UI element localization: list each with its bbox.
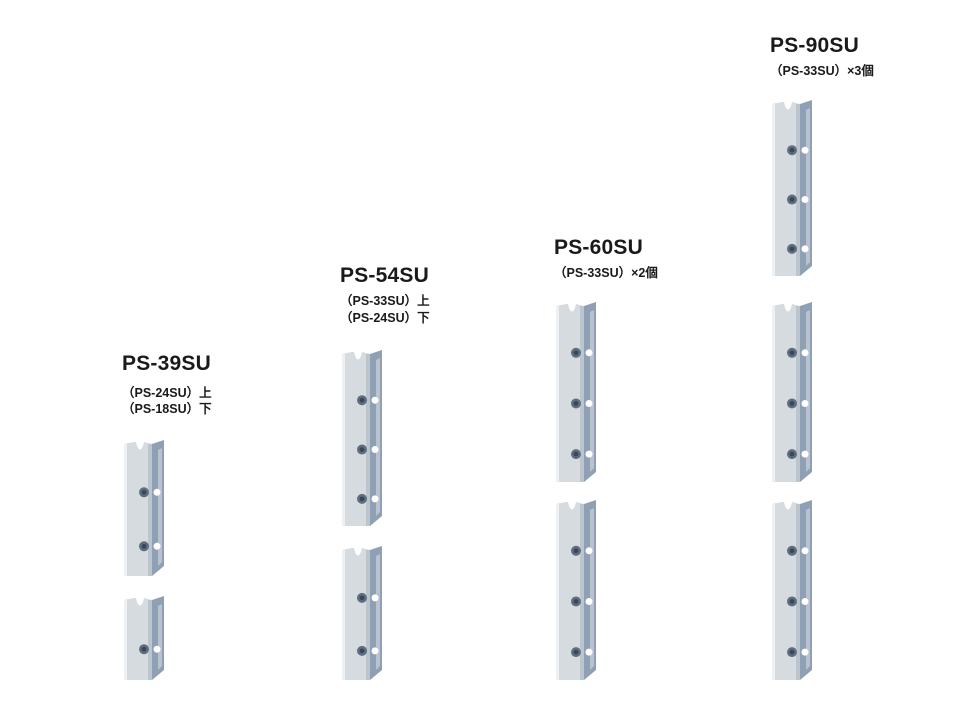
bracket-part-image xyxy=(124,594,168,680)
product-composition: （PS-33SU）上 xyxy=(340,294,430,308)
product-composition: （PS-24SU）下 xyxy=(340,311,430,325)
bracket-part-image xyxy=(342,348,386,526)
product-composition: （PS-33SU）×3個 xyxy=(770,64,874,78)
bracket-part-image xyxy=(772,98,816,276)
bracket-part-image xyxy=(124,438,168,576)
bracket-part-image xyxy=(772,300,816,482)
product-composition: （PS-33SU）×2個 xyxy=(554,266,658,280)
product-title: PS-60SU xyxy=(554,236,643,259)
product-composition: （PS-18SU）下 xyxy=(122,402,212,416)
bracket-part-image xyxy=(772,498,816,680)
product-title: PS-39SU xyxy=(122,352,211,375)
product-composition: （PS-24SU）上 xyxy=(122,386,212,400)
bracket-part-image xyxy=(342,544,386,680)
product-title: PS-90SU xyxy=(770,34,859,57)
bracket-part-image xyxy=(556,498,600,680)
bracket-part-image xyxy=(556,300,600,482)
product-title: PS-54SU xyxy=(340,264,429,287)
